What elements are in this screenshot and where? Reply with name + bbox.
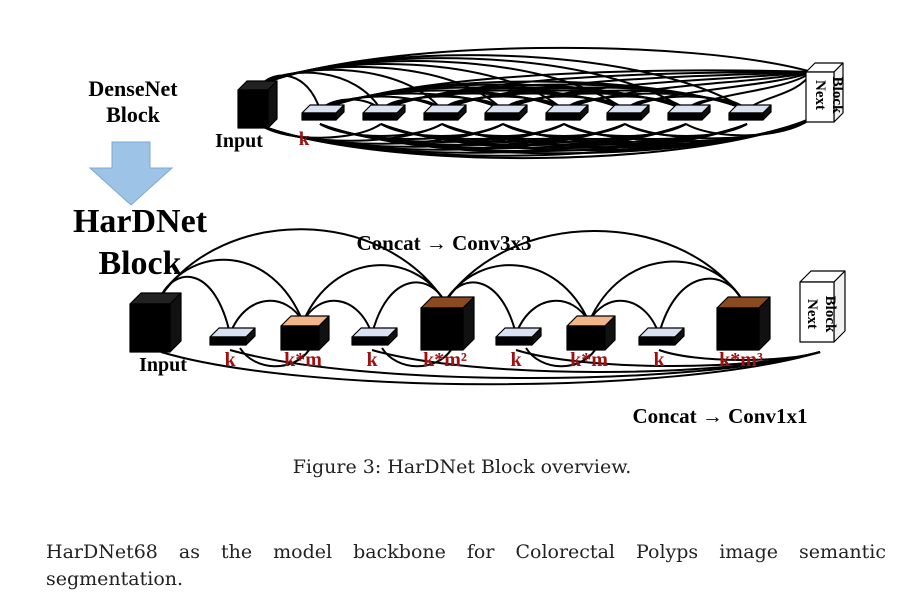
- densenet-skip-arc: [624, 71, 813, 111]
- hardnet-medium-layer: [280, 315, 330, 351]
- hardnet-thin-layer: [209, 327, 256, 346]
- hardnet-next-block-line1: Next: [804, 299, 820, 329]
- densenet-thin-layer: [545, 104, 589, 121]
- hardnet-conv3x3-arc: [588, 260, 742, 323]
- hardnet-short-arc: [525, 347, 596, 368]
- down-arrow-icon: [88, 141, 174, 206]
- densenet-skip-arc: [563, 123, 748, 140]
- hardnet-connections: [160, 228, 821, 386]
- hardnet-conv3x3-arc: [302, 299, 373, 335]
- densenet-thin-layer: [484, 104, 528, 121]
- hardnet-short-arc: [381, 347, 452, 368]
- densenet-skip-arc: [441, 71, 813, 111]
- densenet-skip-arc: [261, 46, 813, 85]
- hardnet-layer-label: k*m: [284, 349, 322, 371]
- densenet-layer-label: k: [299, 129, 310, 150]
- densenet-skip-arc: [685, 117, 813, 137]
- densenet-skip-arc: [563, 71, 813, 111]
- hardnet-diagram: DenseNet Block Input k Next Block HarDNe…: [73, 46, 846, 428]
- hardnet-thin-layer: [351, 327, 398, 346]
- hardnet-layer-label: k: [224, 349, 236, 371]
- densenet-next-block-line1: Next: [812, 80, 828, 110]
- densenet-input-block: [237, 80, 278, 129]
- hardnet-medium-layer: [566, 315, 616, 351]
- hardnet-short-arc: [239, 347, 310, 368]
- hardnet-thin-layer: [495, 327, 542, 346]
- hardnet-conv3x3-arc: [444, 230, 742, 303]
- hardnet-title-line1: HarDNet: [73, 203, 208, 240]
- hardnet-conv3x3-arc: [588, 299, 660, 335]
- hardnet-input-label: Input: [139, 354, 187, 376]
- densenet-skip-arc: [502, 71, 813, 111]
- hardnet-layer-label: k: [653, 349, 665, 371]
- hardnet-layers: [129, 270, 846, 353]
- densenet-title-line1: DenseNet: [88, 76, 178, 101]
- densenet-thin-layer: [362, 104, 406, 121]
- densenet-thin-layer: [423, 104, 467, 121]
- hardnet-title-line2: Block: [98, 245, 181, 282]
- hardnet-next-block: [799, 270, 846, 343]
- densenet-skip-arc: [380, 71, 813, 111]
- hardnet-next-block-line2: Block: [822, 296, 838, 333]
- body-paragraph: HarDNet68 as the model backbone for Colo…: [46, 541, 886, 590]
- densenet-thin-layer: [728, 104, 772, 121]
- densenet-thin-layer: [301, 104, 345, 121]
- densenet-skip-arc: [319, 69, 813, 111]
- densenet-input-label: Input: [215, 130, 263, 152]
- hardnet-layer-label: k*m: [570, 349, 608, 371]
- hardnet-conv3x3-arc: [658, 277, 742, 335]
- hardnet-wide-layer: [420, 296, 475, 351]
- densenet-skip-arc: [624, 117, 813, 140]
- hardnet-conv1x1-arc: [658, 349, 821, 362]
- figure-caption: Figure 3: HarDNet Block overview.: [292, 456, 632, 478]
- densenet-connections: [261, 46, 813, 160]
- densenet-skip-arc: [441, 123, 626, 140]
- hardnet-conv3x3-arc: [229, 299, 304, 335]
- densenet-thin-layer: [667, 104, 711, 121]
- hardnet-conv1x1-arc: [160, 351, 821, 386]
- densenet-title-line2: Block: [106, 102, 161, 127]
- hardnet-thin-layer: [638, 327, 685, 346]
- hardnet-concat-conv3x3-label: Concat → Conv3x3: [356, 231, 531, 255]
- densenet-next-block-line2: Block: [829, 77, 845, 114]
- hardnet-layer-label: k*m³: [719, 349, 763, 371]
- hardnet-layer-label: k*m²: [423, 349, 467, 371]
- hardnet-layer-label: k: [510, 349, 522, 371]
- hardnet-conv3x3-arc: [160, 228, 446, 303]
- densenet-thin-layer: [606, 104, 650, 121]
- hardnet-wide-layer: [716, 296, 771, 351]
- hardnet-layer-labels: k k*m k k*m² k k*m k k*m³: [224, 349, 762, 371]
- hardnet-conv3x3-arc: [515, 299, 590, 335]
- hardnet-layer-label: k: [366, 349, 378, 371]
- densenet-skip-arc: [502, 123, 687, 140]
- densenet-next-block: [805, 62, 844, 123]
- hardnet-concat-conv1x1-label: Concat → Conv1x1: [632, 404, 807, 428]
- densenet-layers: [237, 62, 844, 129]
- hardnet-conv3x3-arc: [302, 264, 446, 323]
- hardnet-conv3x3-arc: [160, 258, 304, 323]
- hardnet-input-block: [129, 292, 182, 353]
